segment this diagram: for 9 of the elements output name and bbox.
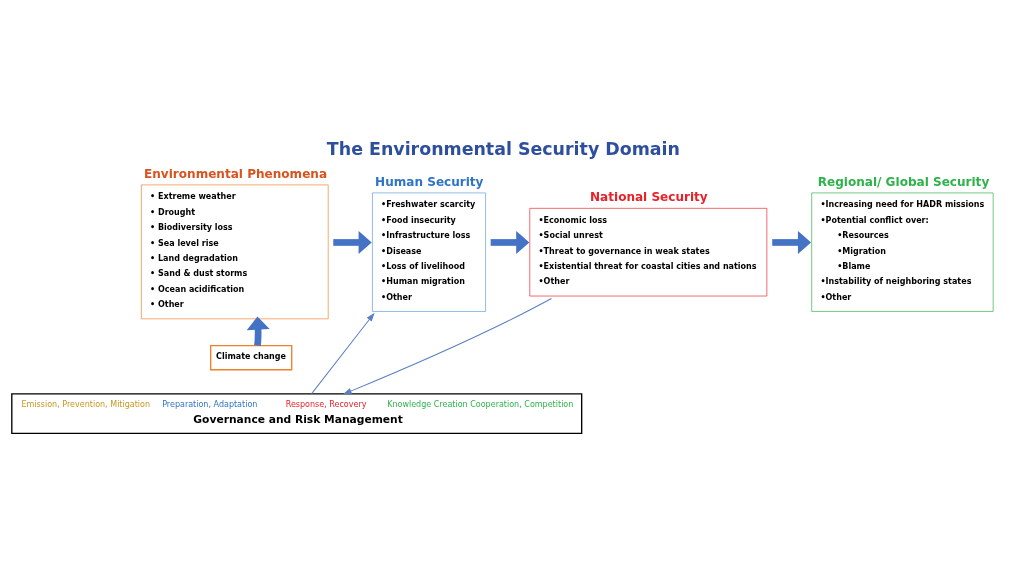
arrow — [343, 297, 552, 394]
node-label: Environmental Phenomena — [144, 166, 328, 181]
diagram-title: The Environmental Security Domain — [326, 138, 680, 159]
arrow — [490, 230, 530, 254]
node-label: Human Security — [375, 174, 484, 189]
arrow — [246, 316, 270, 346]
node-label: National Security — [590, 189, 708, 204]
arrow — [311, 312, 375, 394]
node-label: Regional/ Global Security — [817, 174, 990, 189]
